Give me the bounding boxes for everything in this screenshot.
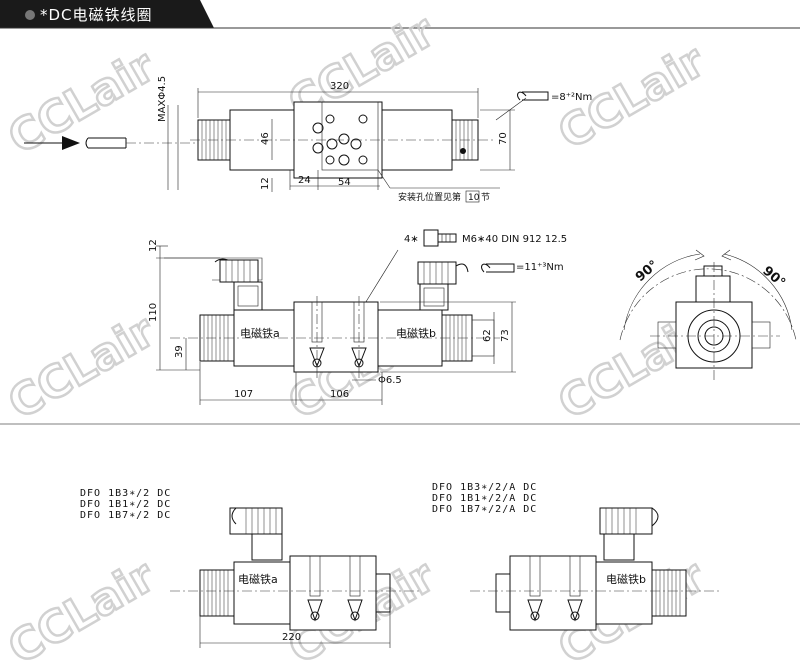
angle-left: 90° — [633, 258, 661, 285]
solenoid-b-label: 电磁铁b — [396, 327, 436, 340]
install-note-end: 节 — [481, 192, 490, 203]
dim-mount-h: 46 — [260, 132, 271, 145]
watermark: CCLair — [0, 551, 164, 672]
model-line: DFO 1B1∗/2/A DC — [432, 493, 537, 504]
dim-top: 12 — [148, 239, 159, 252]
watermark: CCLair — [0, 306, 164, 430]
dim-offset: 12 — [260, 177, 271, 190]
dim-left-len: 107 — [234, 389, 253, 400]
dim-h73: 73 — [500, 329, 511, 342]
front-view: 4∗ M6∗40 DIN 912 12.5 =11⁺³Nm — [148, 229, 567, 405]
dim-diameter: Φ6.5 — [378, 375, 402, 386]
dim-mount-w1: 24 — [298, 175, 311, 186]
bottom-left-view: DFO 1B3∗/2 DC DFO 1B1∗/2 DC DFO 1B7∗/2 D… — [80, 488, 420, 648]
wrench-icon — [481, 263, 515, 273]
watermark: CCLair — [0, 41, 164, 165]
dim-cable-dia: MAXΦ4.5 — [157, 76, 168, 122]
solenoid-a-label: 电磁铁a — [240, 327, 280, 340]
dim-front-height: 110 — [148, 303, 159, 322]
torque-note-top: =8⁺²Nm — [551, 92, 592, 103]
screw-qty: 4∗ — [404, 234, 419, 245]
model-line: DFO 1B7∗/2/A DC — [432, 504, 537, 515]
page-title: *DC电磁铁线圈 — [40, 6, 153, 24]
solenoid-a-label: 电磁铁a — [238, 573, 278, 586]
install-note: 安装孔位置见第 — [398, 191, 461, 203]
dim-overall-length: 320 — [330, 81, 349, 92]
dim-height: 70 — [498, 132, 509, 145]
install-note-box: 10 — [468, 193, 480, 203]
solenoid-b-label: 电磁铁b — [606, 573, 646, 586]
screw-spec: M6∗40 DIN 912 12.5 — [462, 234, 567, 245]
dim-base: 39 — [174, 345, 185, 358]
bottom-right-view: DFO 1B3∗/2/A DC DFO 1B1∗/2/A DC DFO 1B7∗… — [432, 482, 720, 631]
model-line: DFO 1B3∗/2/A DC — [432, 482, 537, 493]
title-tab — [0, 0, 214, 28]
dim-length-220: 220 — [282, 632, 301, 643]
dim-h62: 62 — [482, 329, 493, 342]
model-line: DFO 1B7∗/2 DC — [80, 510, 171, 521]
screw-icon — [423, 229, 457, 247]
dim-center-len: 106 — [330, 389, 349, 400]
wrench-icon — [495, 91, 549, 121]
torque-note-front: =11⁺³Nm — [516, 262, 564, 273]
model-line: DFO 1B3∗/2 DC — [80, 488, 171, 499]
dim-mount-w2: 54 — [338, 177, 351, 188]
top-view: MAXΦ4.5 32 — [24, 76, 592, 203]
angle-right: 90° — [759, 264, 787, 291]
model-line: DFO 1B1∗/2 DC — [80, 499, 171, 510]
